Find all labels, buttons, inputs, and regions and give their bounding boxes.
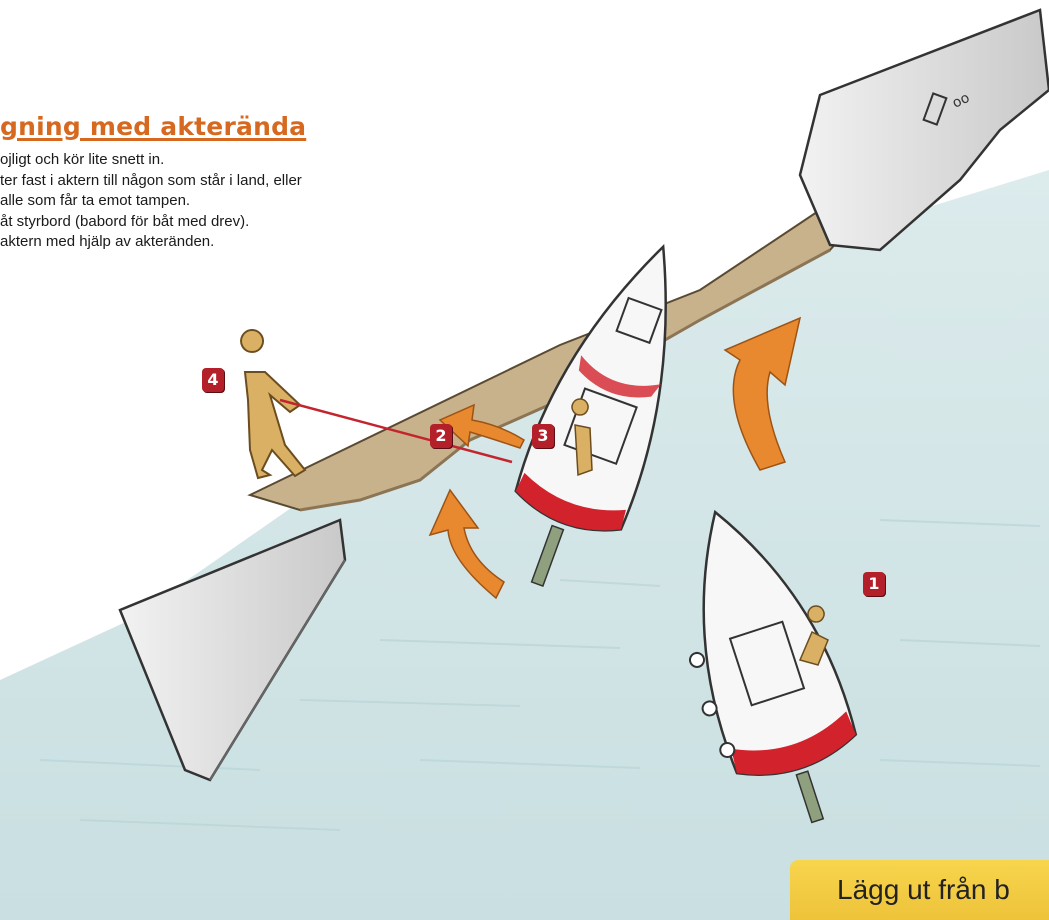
page-title: gning med akterända <box>0 112 306 141</box>
step-marker-3: 3 <box>532 424 554 448</box>
instruction-line: aktern med hjälp av akteränden. <box>0 232 302 253</box>
next-section-label: Lägg ut från b <box>837 874 1010 906</box>
instruction-line: ojligt och kör lite snett in. <box>0 150 302 171</box>
next-section-tab[interactable]: Lägg ut från b <box>790 860 1049 920</box>
instruction-line: ter fast i aktern till någon som står i … <box>0 171 302 192</box>
instruction-line: åt styrbord (babord för båt med drev). <box>0 212 302 233</box>
instruction-line: alle som får ta emot tampen. <box>0 191 302 212</box>
step-marker-1: 1 <box>863 572 885 596</box>
instruction-list: ojligt och kör lite snett in. ter fast i… <box>0 150 302 253</box>
step-marker-4: 4 <box>202 368 224 392</box>
step-marker-2: 2 <box>430 424 452 448</box>
water <box>0 170 1049 920</box>
